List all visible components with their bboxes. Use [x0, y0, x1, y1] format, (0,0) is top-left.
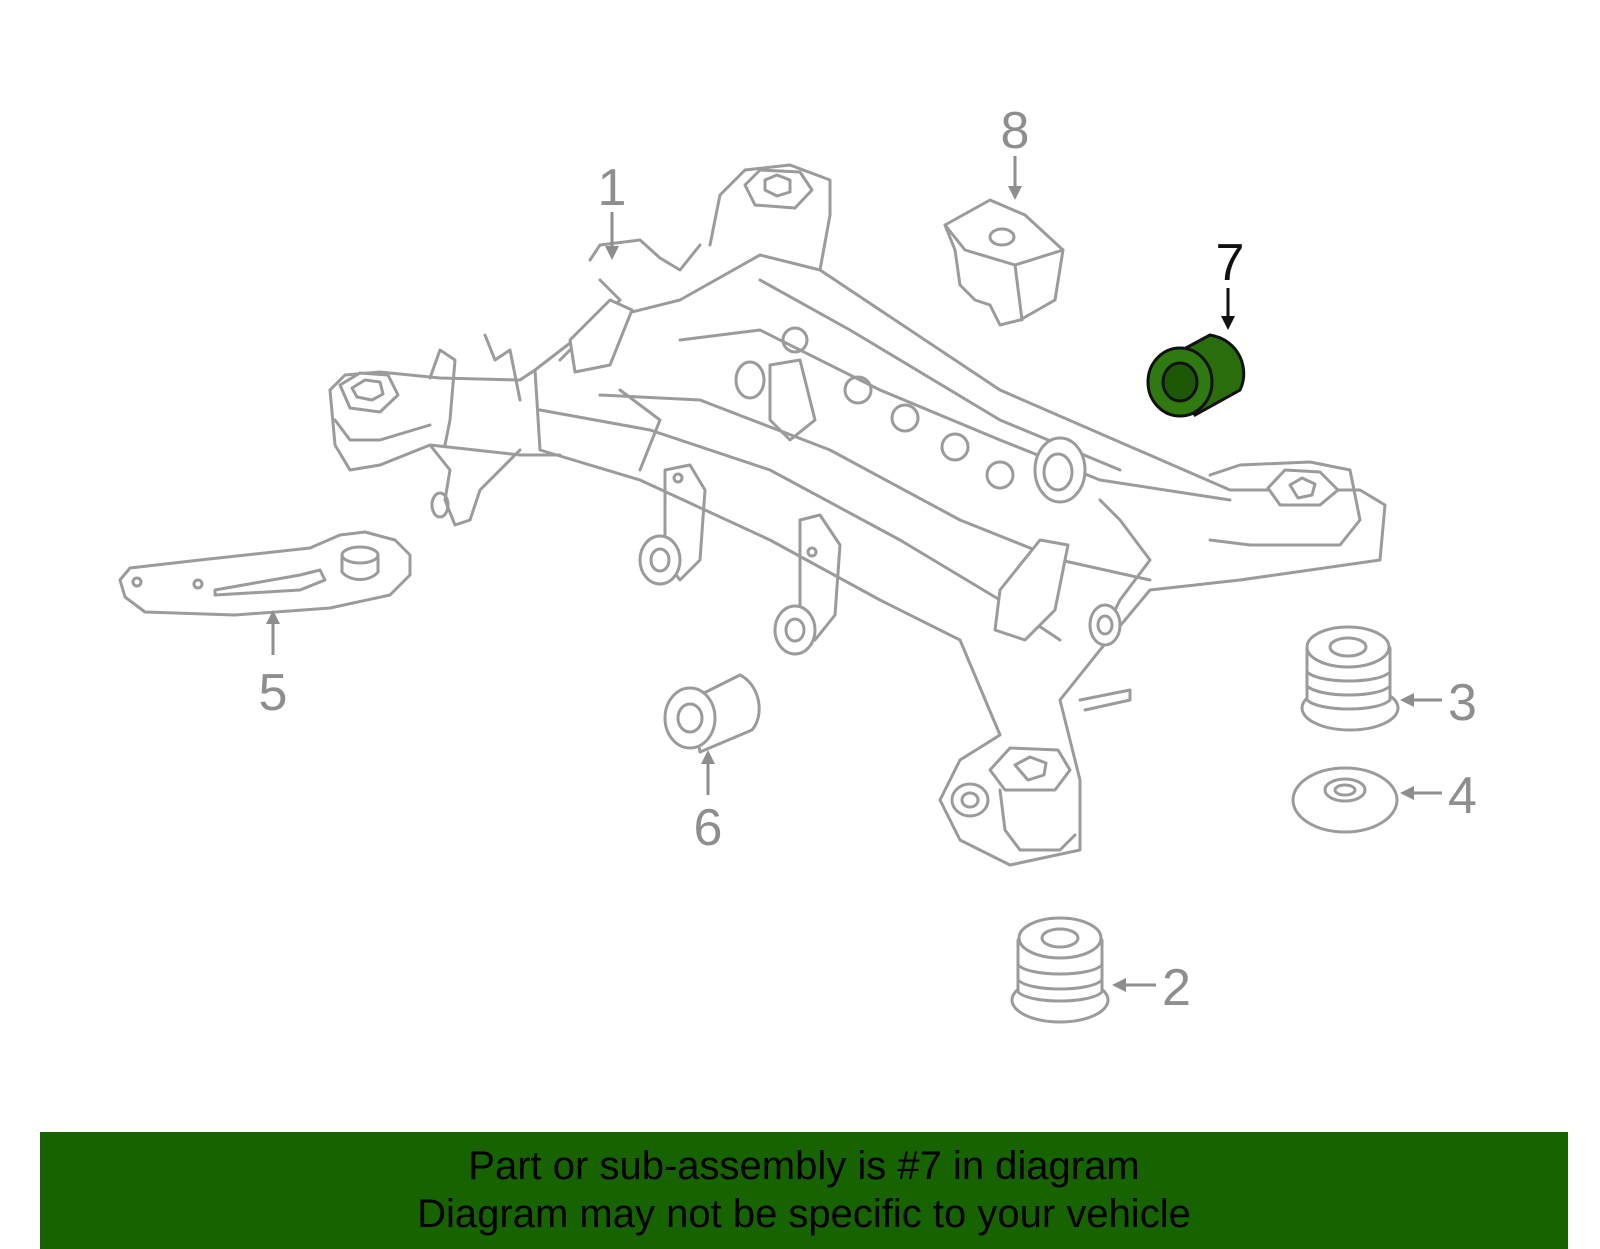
callout-2-label: 2 — [1162, 959, 1191, 1017]
callout-2: 2 — [1112, 959, 1191, 1017]
callout-1: 1 — [598, 159, 627, 260]
mount-bushing-part-2[interactable] — [1010, 916, 1110, 1024]
callout-6: 6 — [694, 750, 723, 857]
callout-7-label: 7 — [1216, 234, 1245, 292]
mount-bushing-part-3[interactable] — [1300, 625, 1400, 732]
callout-8-label: 8 — [1001, 102, 1030, 160]
bracket-part-8[interactable] — [943, 198, 1065, 327]
bushing-part-6[interactable] — [663, 673, 761, 754]
callout-3: 3 — [1400, 674, 1477, 732]
callout-8: 8 — [1001, 102, 1030, 200]
subframe-part-1[interactable] — [328, 163, 1387, 867]
callout-5: 5 — [259, 610, 288, 722]
callout-5-label: 5 — [259, 664, 288, 722]
callout-4: 4 — [1400, 767, 1477, 825]
washer-part-4[interactable] — [1291, 766, 1399, 834]
banner-line-disclaimer: Diagram may not be specific to your vehi… — [417, 1192, 1191, 1236]
control-arm-part-5[interactable] — [118, 530, 412, 617]
callout-1-label: 1 — [598, 159, 627, 217]
info-banner: Part or sub-assembly is #7 in diagram Di… — [40, 1132, 1568, 1249]
callout-7: 7 — [1216, 234, 1245, 330]
callout-6-label: 6 — [694, 799, 723, 857]
banner-line-part-info: Part or sub-assembly is #7 in diagram — [468, 1144, 1140, 1188]
bushing-part-7-highlighted[interactable] — [1146, 333, 1246, 418]
callout-4-label: 4 — [1448, 767, 1477, 825]
callout-3-label: 3 — [1448, 674, 1477, 732]
